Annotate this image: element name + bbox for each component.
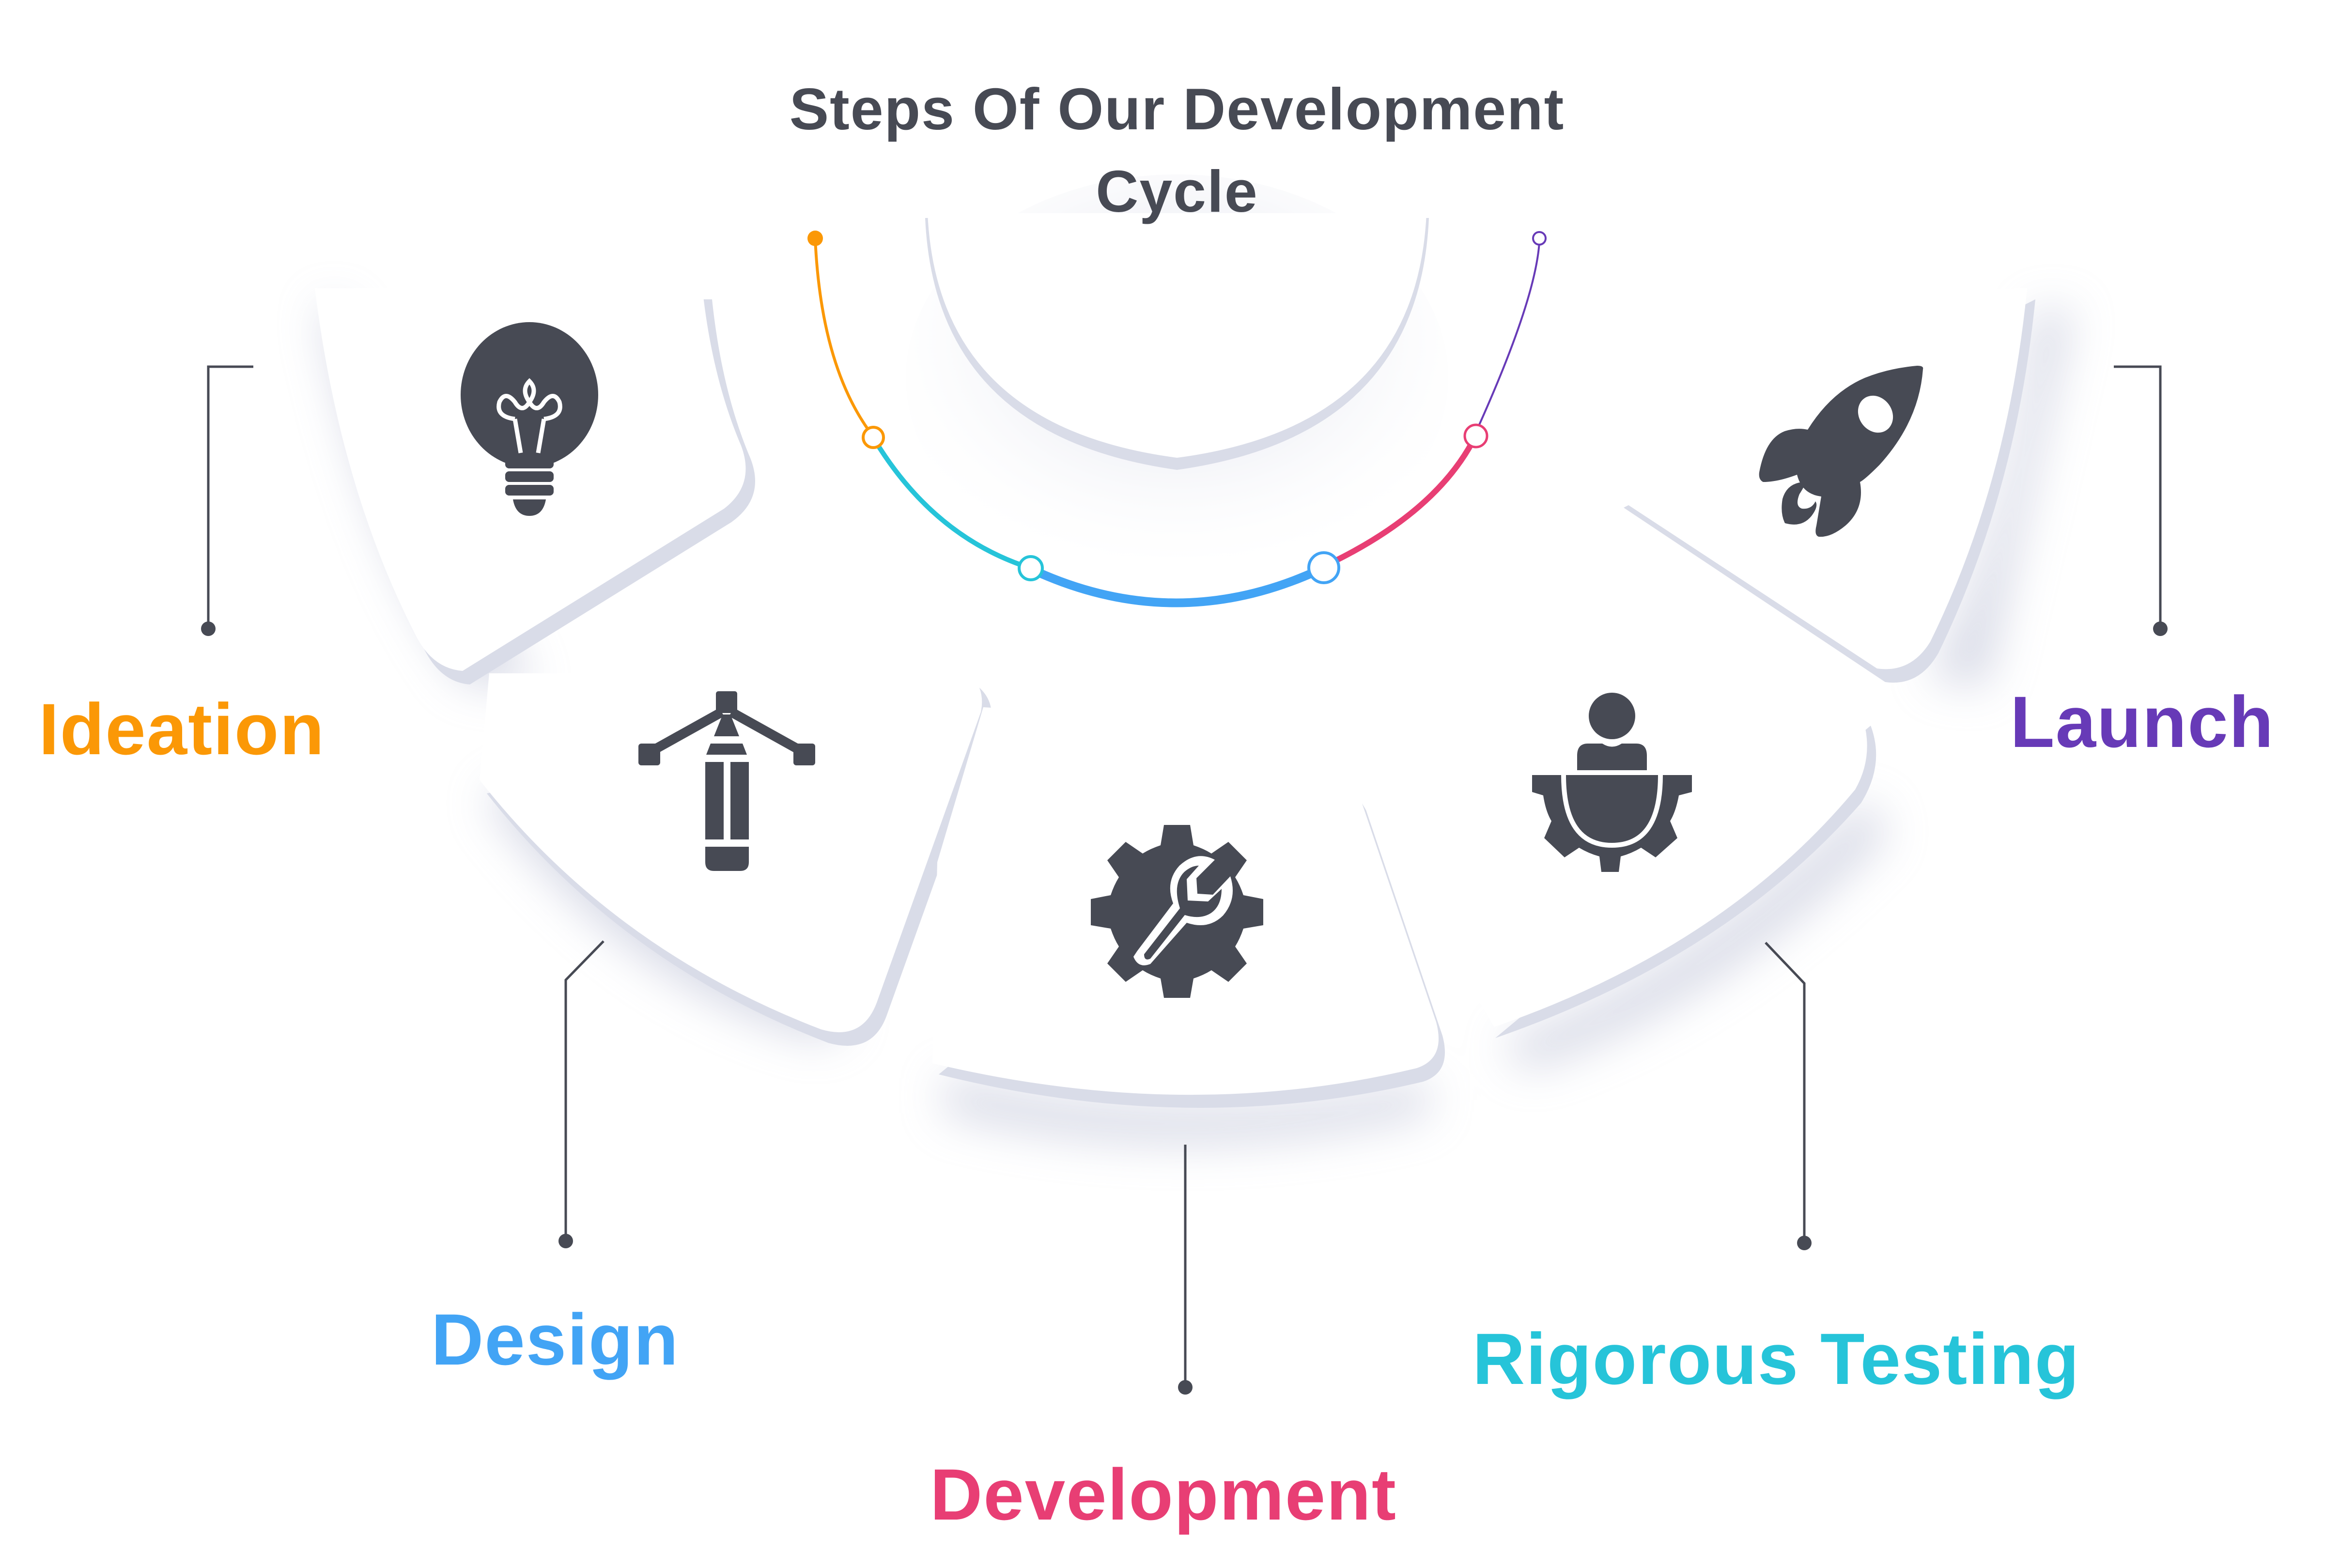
arc-segment-launch (1475, 241, 1540, 432)
arc-node-development-testing (1307, 551, 1340, 584)
lightbulb-icon (461, 322, 598, 516)
connector-dot-development (1178, 1380, 1193, 1395)
arc-node-ideation-design (862, 426, 885, 449)
gear-wrench-icon (1091, 825, 1263, 998)
step-label-testing: Rigorous Testing (1472, 1318, 2080, 1399)
arc-segment-ideation (814, 237, 874, 437)
center-hub (925, 213, 1429, 470)
connector-testing (1765, 942, 1806, 1240)
arc-segment-design (873, 439, 1033, 571)
title-line-2: Cycle (1096, 158, 1258, 224)
card-testing[interactable] (1322, 717, 1876, 1038)
arc-end-node (1532, 231, 1547, 246)
arc-node-testing-launch (1463, 423, 1488, 449)
pen-tool-icon (638, 691, 815, 871)
step-label-ideation: Ideation (39, 688, 326, 770)
step-label-design: Design (431, 1299, 680, 1380)
connector-ideation (207, 365, 253, 626)
arc-segment-development (1032, 566, 1322, 607)
connector-dot-launch (2153, 621, 2168, 636)
arc-start-node (807, 231, 823, 246)
user-gear-icon (1532, 693, 1692, 872)
title-line-1: Steps Of Our Development (789, 76, 1565, 142)
connector-design (564, 940, 604, 1237)
progress-arc (814, 237, 1540, 607)
connector-dots (201, 621, 2168, 1395)
rocket-icon (1759, 366, 1923, 537)
connector-launch (2114, 365, 2162, 626)
connectors (207, 365, 2162, 1384)
connector-dot-design (558, 1234, 573, 1248)
connector-dot-testing (1797, 1236, 1812, 1250)
step-label-development: Development (930, 1454, 1397, 1535)
step-label-launch: Launch (2010, 681, 2275, 762)
connector-dot-ideation (201, 621, 216, 636)
page-title: Steps Of Our Development Cycle (630, 68, 1724, 233)
arc-nodes (807, 231, 1547, 584)
arc-node-design-development (1018, 555, 1044, 581)
arc-segment-testing (1325, 439, 1475, 567)
